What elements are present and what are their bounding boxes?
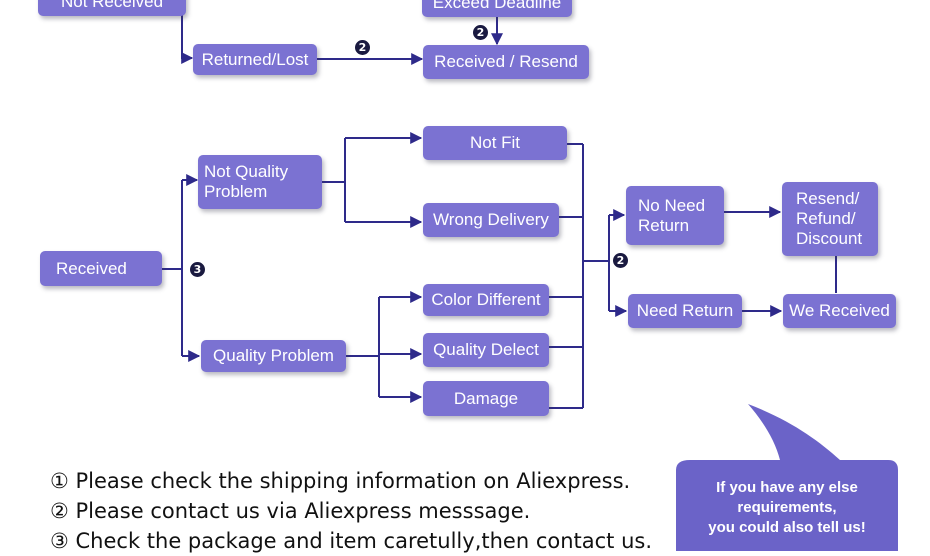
resend-line1: Resend/ [796, 189, 860, 208]
returned-lost-box: Returned/Lost [193, 44, 317, 75]
not-quality-line1: Not Quality [204, 162, 289, 181]
returned-lost-label: Returned/Lost [201, 49, 309, 69]
badge-top-left: 2 [355, 40, 370, 55]
no-need-return-box: No Need Return [626, 186, 724, 245]
badge-top-upper: 2 [473, 25, 488, 40]
bubble-line2: requirements, [737, 499, 837, 516]
instruction-2: ② Please contact us via Aliexpress messs… [50, 499, 531, 523]
instruction-3: ③ Check the package and item caretully,t… [50, 529, 653, 553]
exceed-deadline-box: Exceed Deadline [422, 0, 572, 17]
speech-bubble-shape [676, 404, 898, 551]
resend-line3: Discount [796, 229, 863, 248]
not-fit-label: Not Fit [469, 133, 521, 152]
bubble-line3: you could also tell us! [708, 519, 866, 536]
badge-decision: 2 [613, 253, 628, 268]
quality-problem-label: Quality Problem [213, 346, 334, 365]
received-resend-label: Received / Resend [434, 52, 578, 71]
received-resend-box: Received / Resend [423, 45, 589, 79]
we-received-box: We Received [783, 294, 896, 328]
bubble-line1: If you have any else [716, 479, 858, 496]
color-different-box: Color Different [423, 284, 549, 316]
not-received-box: Not Received [38, 0, 186, 16]
connector-notreceived-returned [181, 0, 194, 64]
received-label: Received [56, 258, 127, 278]
resend-line2: Refund/ [796, 209, 856, 228]
resend-refund-discount-box: Resend/ Refund/ Discount [782, 182, 878, 256]
damage-box: Damage [423, 381, 549, 416]
received-box: Received [40, 251, 162, 286]
instruction-1: ① Please check the shipping information … [50, 469, 631, 493]
not-quality-problem-box: Not Quality Problem [198, 155, 322, 209]
not-received-label: Not Received [60, 0, 164, 11]
resend-refund-discount-label: Resend/ Refund/ Discount [796, 189, 862, 249]
not-quality-problem-label: Not Quality Problem [204, 162, 288, 202]
quality-defect-box: Quality Delect [423, 333, 549, 367]
instructions-list: ① Please check the shipping information … [50, 466, 652, 556]
need-return-box: Need Return [628, 294, 742, 328]
not-quality-line2: Problem [204, 182, 268, 201]
no-need-return-label: No Need Return [638, 196, 705, 236]
we-received-label: We Received [789, 301, 890, 320]
quality-defect-label: Quality Delect [433, 340, 539, 359]
wrong-delivery-box: Wrong Delivery [423, 203, 559, 237]
exceed-deadline-label: Exceed Deadline [432, 0, 562, 12]
not-fit-box: Not Fit [423, 126, 567, 160]
no-need-line2: Return [638, 215, 690, 235]
wrong-delivery-label: Wrong Delivery [433, 210, 549, 229]
no-need-line1: No Need [638, 195, 706, 215]
quality-problem-box: Quality Problem [201, 340, 346, 372]
color-different-label: Color Different [431, 290, 541, 309]
speech-bubble-text: If you have any else requirements, you c… [678, 478, 896, 538]
badge-received: 3 [190, 262, 205, 277]
damage-label: Damage [453, 388, 519, 408]
need-return-label: Need Return [636, 301, 734, 320]
